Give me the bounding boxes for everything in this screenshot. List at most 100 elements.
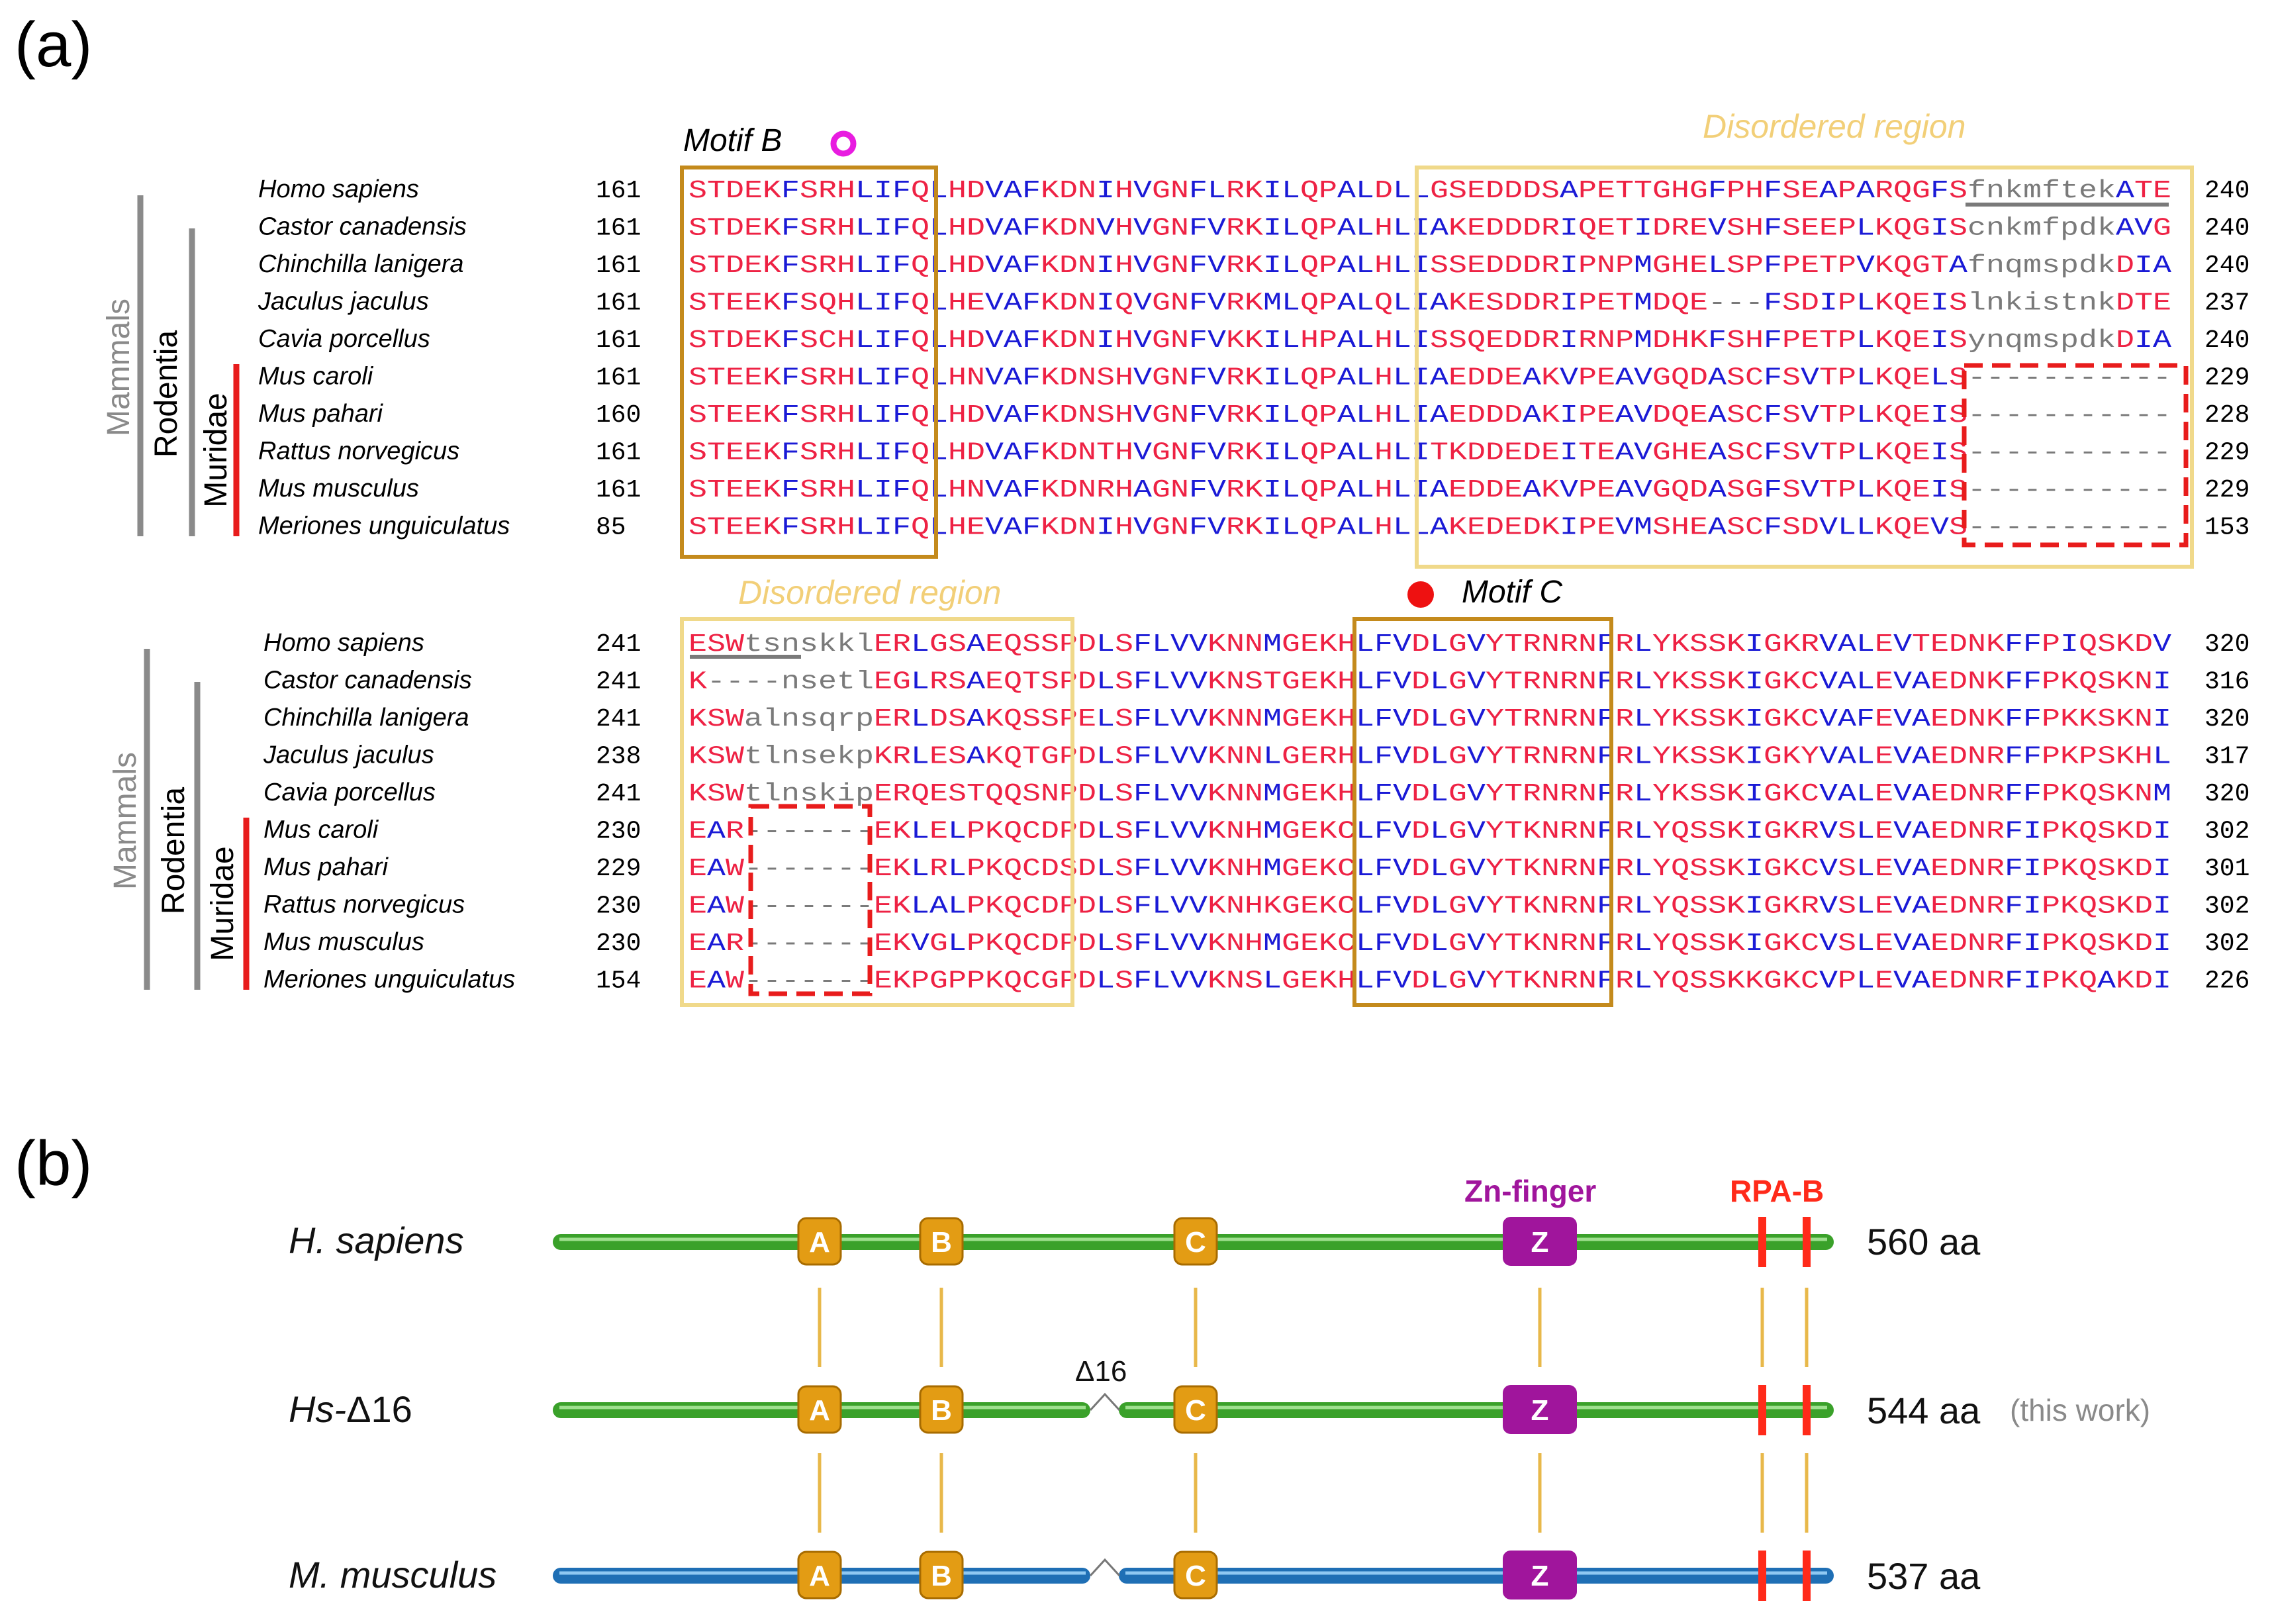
- deletion-label: Δ16: [1075, 1355, 1127, 1388]
- svg-text:A: A: [809, 1226, 830, 1259]
- disordered-region-box-1: [1415, 166, 2194, 569]
- species-name: Cavia porcellus: [258, 325, 430, 353]
- disordered-region-box-2: [680, 617, 1074, 1007]
- svg-text:Z: Z: [1531, 1560, 1549, 1592]
- group-label-muridae-2: Muridae: [205, 846, 240, 961]
- end-position: 228: [2204, 401, 2250, 430]
- motif-a-box-3: A: [797, 1551, 842, 1600]
- start-position: 161: [596, 215, 641, 243]
- start-position: 241: [596, 780, 641, 808]
- protein-name-m-musculus: M. musculus: [289, 1554, 497, 1596]
- group-brackets-1: Mammals Rodentia Muridae: [101, 195, 240, 536]
- end-position: 237: [2204, 289, 2250, 318]
- motif-b-marker-icon: [830, 130, 857, 157]
- deletion-caret: [1089, 1392, 1121, 1411]
- end-position: 320: [2204, 780, 2250, 808]
- rpa-b-mark-3: [1758, 1385, 1766, 1435]
- alignment-block-2: Disordered region Motif C Mammals Rodent…: [108, 574, 2250, 1007]
- species-name: Castor canadensis: [263, 667, 472, 694]
- end-position: 301: [2204, 855, 2250, 883]
- group-label-mammals: Mammals: [101, 299, 136, 436]
- end-position: 240: [2204, 326, 2250, 355]
- svg-text:A: A: [809, 1394, 830, 1427]
- protein-length-hs-delta16: 544 aa: [1867, 1390, 1981, 1431]
- zn-finger-box: Z: [1503, 1217, 1577, 1266]
- end-position: 302: [2204, 892, 2250, 921]
- species-name: Castor canadensis: [258, 213, 467, 241]
- end-position: 226: [2204, 967, 2250, 996]
- start-position: 161: [596, 364, 641, 393]
- zn-finger-box-2: Z: [1503, 1385, 1577, 1434]
- rpa-b-mark-2: [1803, 1217, 1811, 1267]
- motif-a-box: A: [797, 1217, 842, 1266]
- alignment-block-1: Motif B Disordered region Mammals Rodent…: [101, 108, 2250, 569]
- motif-c-marker-icon: [1407, 581, 1434, 608]
- motif-c-box-3: C: [1173, 1551, 1218, 1600]
- species-name: Chinchilla lanigera: [263, 704, 469, 732]
- svg-text:C: C: [1185, 1394, 1206, 1427]
- protein-row-hs-delta16: Hs-Δ16 Δ16 A B C Z 544 aa (this work): [289, 1355, 2150, 1435]
- start-position: 161: [596, 439, 641, 467]
- start-position: 85: [596, 514, 626, 542]
- motif-b-box-2: B: [919, 1385, 964, 1434]
- end-position: 320: [2204, 630, 2250, 659]
- group-label-muridae: Muridae: [199, 393, 234, 507]
- motif-b-box-3: B: [919, 1551, 964, 1600]
- disordered-region-label-2: Disordered region: [738, 574, 1001, 611]
- group-label-mammals-2: Mammals: [108, 752, 143, 890]
- end-position: 317: [2204, 743, 2250, 771]
- start-position: 161: [596, 326, 641, 355]
- svg-text:B: B: [931, 1394, 952, 1427]
- rpa-b-label: RPA-B: [1730, 1174, 1824, 1208]
- motif-a-box-2: A: [797, 1385, 842, 1434]
- species-name: Rattus norvegicus: [258, 438, 459, 465]
- svg-text:C: C: [1185, 1226, 1206, 1259]
- rpa-b-mark-5: [1758, 1551, 1766, 1601]
- panel-b-label: (b): [15, 1128, 92, 1199]
- domain-schematic: Zn-finger RPA-B H. sapiens A B C Z: [289, 1174, 2150, 1601]
- start-position: 154: [596, 967, 641, 996]
- deletion-box-2: [748, 804, 873, 996]
- start-position: 238: [596, 743, 641, 771]
- rpa-b-mark-6: [1803, 1551, 1811, 1601]
- zn-finger-box-3: Z: [1503, 1551, 1577, 1600]
- start-position: 241: [596, 630, 641, 659]
- species-name: Homo sapiens: [263, 629, 424, 657]
- species-name: Homo sapiens: [258, 175, 419, 203]
- species-name: Jaculus jaculus: [258, 288, 429, 316]
- rpa-b-mark-1: [1758, 1217, 1766, 1267]
- svg-text:A: A: [809, 1560, 830, 1592]
- protein-row-m-musculus: M. musculus A B C Z 537 aa: [289, 1551, 1981, 1601]
- protein-length-m-musculus: 537 aa: [1867, 1555, 1981, 1597]
- start-position: 160: [596, 401, 641, 430]
- motif-c-box-2: C: [1173, 1385, 1218, 1434]
- motif-c-box-schematic: C: [1173, 1217, 1218, 1266]
- this-work-note: (this work): [2010, 1393, 2150, 1427]
- end-position: 320: [2204, 705, 2250, 734]
- end-position: 229: [2204, 439, 2250, 467]
- species-name: Mus musculus: [258, 475, 419, 502]
- motif-c-box: [1352, 617, 1613, 1007]
- panel-a-label: (a): [15, 9, 92, 80]
- start-position: 161: [596, 289, 641, 318]
- start-position: 241: [596, 668, 641, 696]
- svg-text:B: B: [931, 1560, 952, 1592]
- protein-bar-m-musculus-right: [1119, 1568, 1834, 1584]
- protein-bar-hs-delta16-right: [1119, 1402, 1834, 1418]
- group-brackets-2: Mammals Rodentia Muridae: [108, 649, 250, 990]
